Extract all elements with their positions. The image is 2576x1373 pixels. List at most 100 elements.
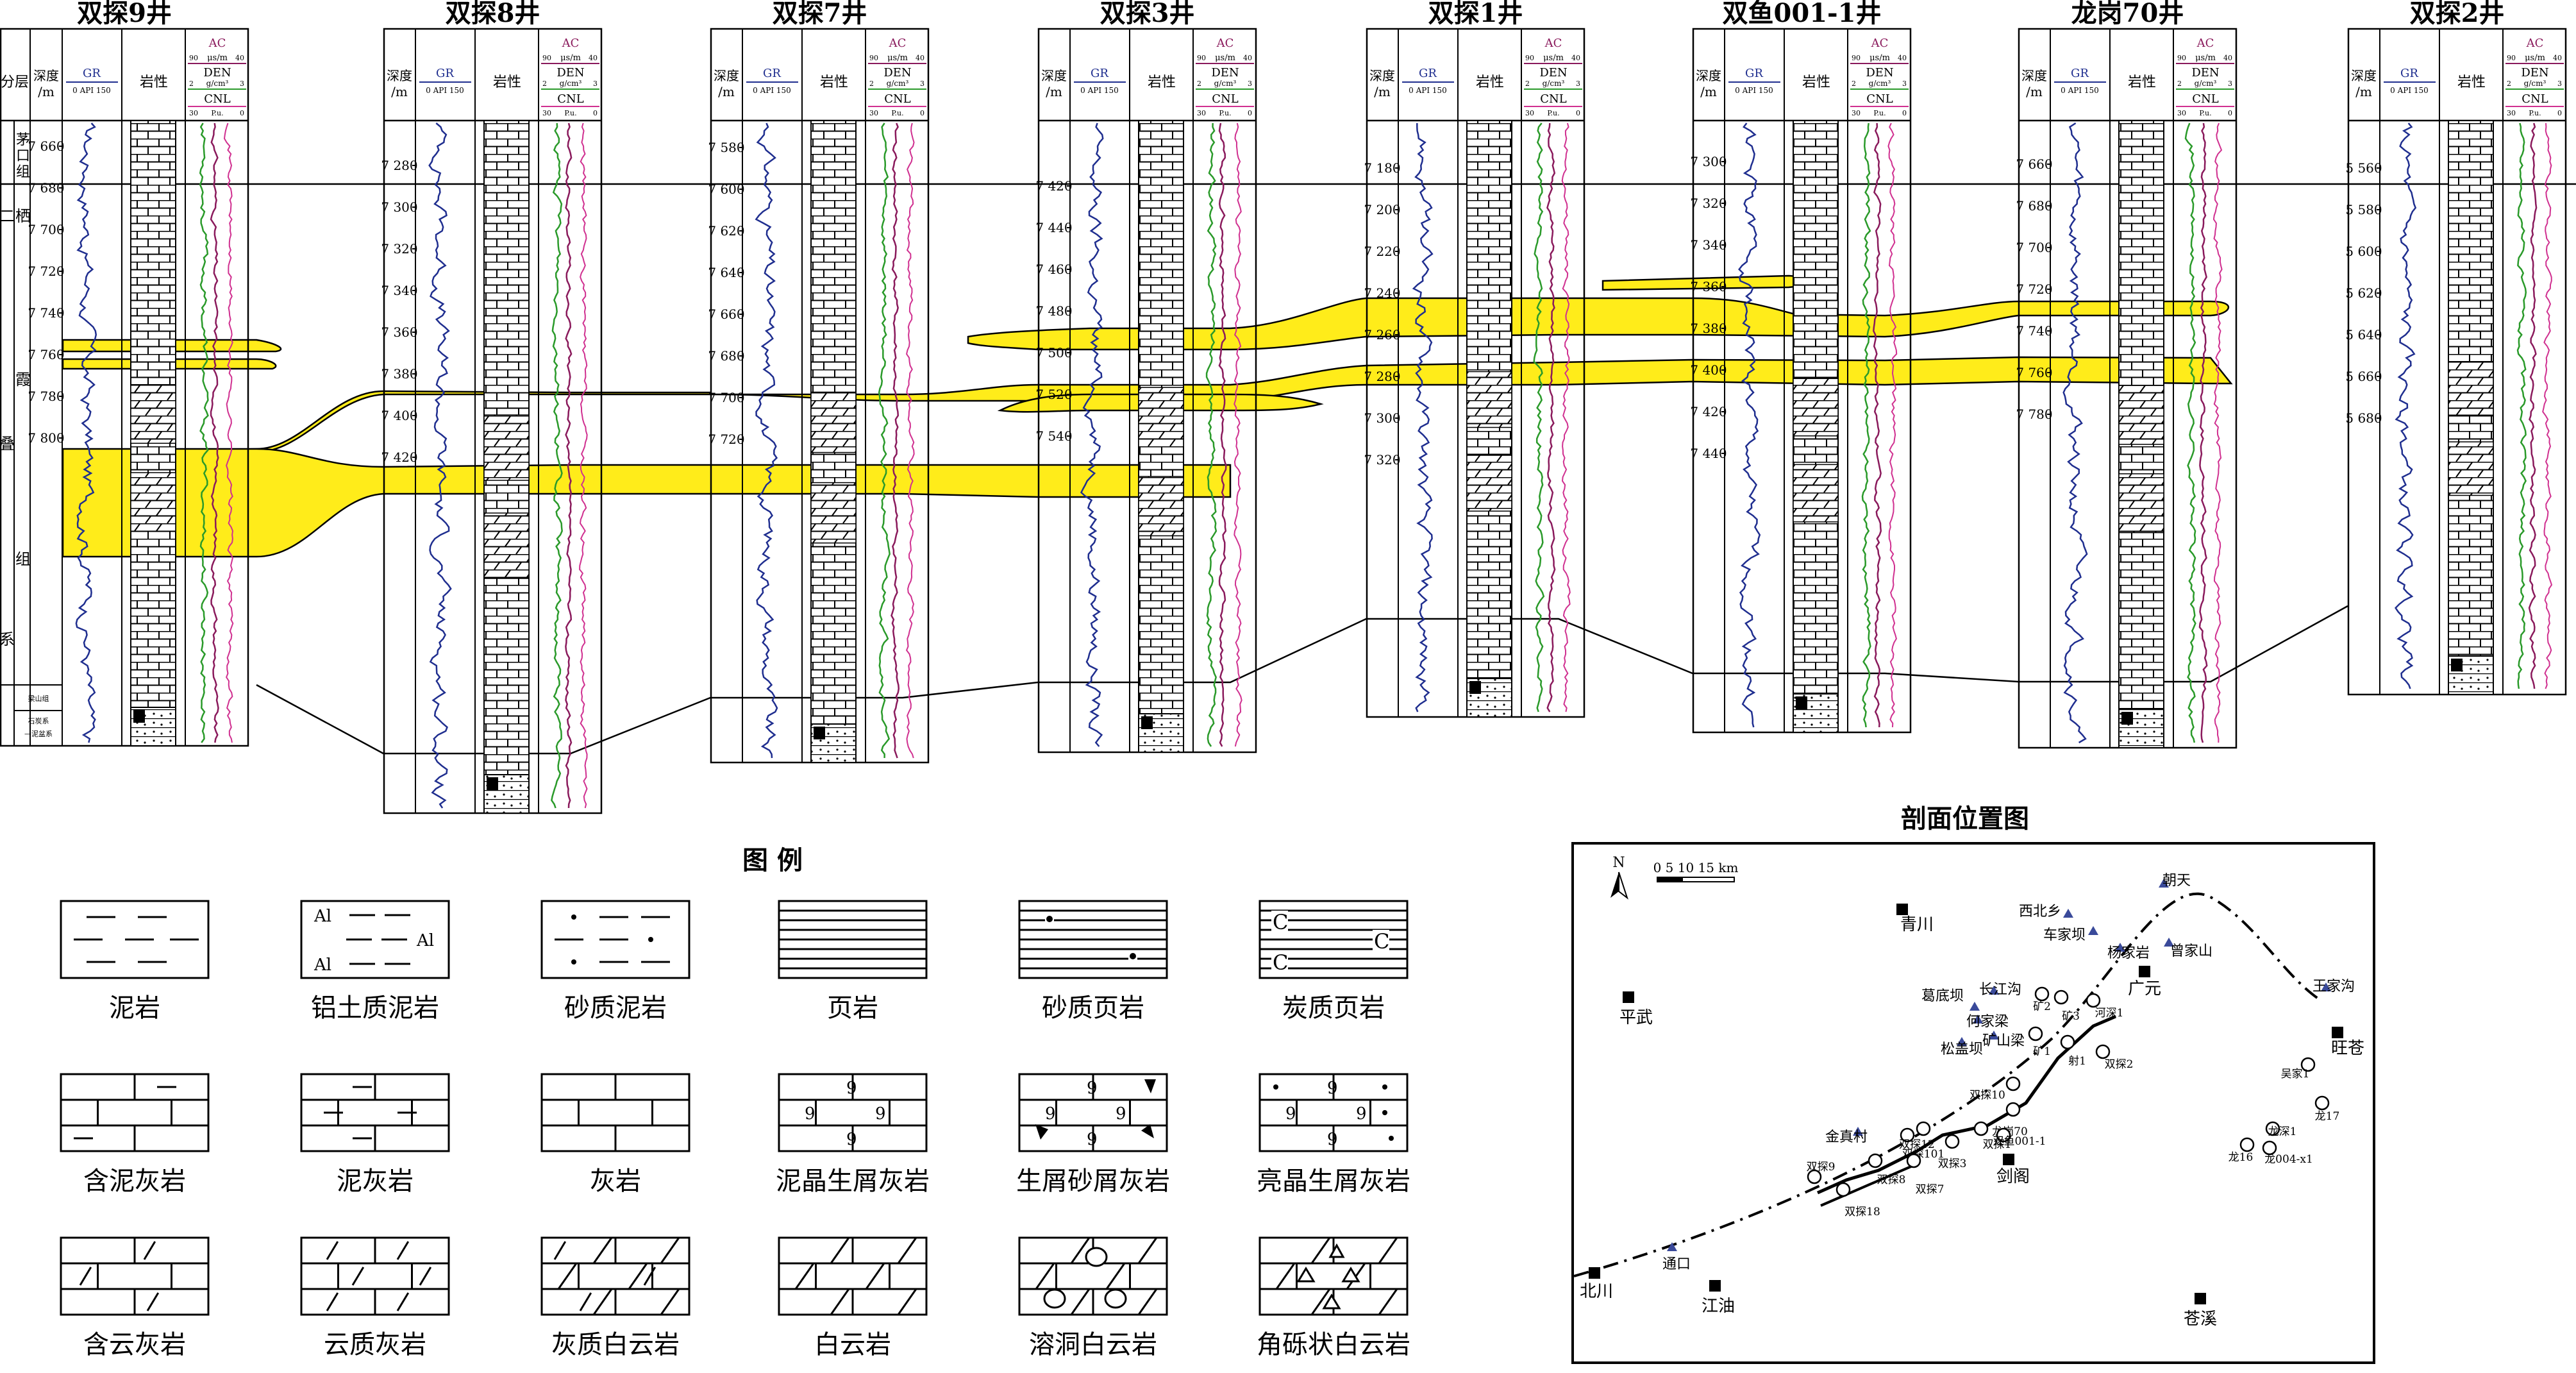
outcrop-label: 曾家山 [2170,943,2212,959]
well-marker [2239,1137,2255,1152]
ac-scale-left: 90 [189,54,198,62]
outcrop-label: 通口 [1662,1256,1691,1272]
cnl-scale-right: 0 [593,109,598,117]
den-header: DEN [1211,66,1239,80]
depth-tick: 7 720 [28,264,64,279]
depth-tick: 7 340 [1690,237,1727,253]
well-label: 龙深1 [2268,1125,2297,1138]
gr-header: GR [1745,67,1763,80]
outcrop-marker [1667,1242,1677,1251]
well-marker [1945,1134,1960,1149]
depth-tick: 7 420 [1035,178,1072,194]
liangshan-label: 梁山组 [28,694,49,703]
north-label: N [1612,855,1625,871]
svg-text:Al: Al [314,907,331,926]
outcrop-marker [1989,1031,1999,1040]
gr-curve [1080,122,1104,747]
legend-label: 亮晶生屑灰岩 [1257,1167,1410,1196]
depth-tick: 7 760 [28,347,64,362]
well-label: 双探8 [1877,1174,1906,1186]
outcrop-marker [2159,879,2169,888]
legend-item: 角砾状白云岩 [1257,1236,1410,1360]
depth-tick: 7 340 [381,283,417,298]
depth-tick: 7 660 [708,307,744,322]
den-scale-right: 3 [240,80,244,88]
lithology-header: 岩性 [2457,74,2486,90]
ac-scale-right: 40 [2553,54,2562,62]
ac-unit: μs/m [1543,53,1564,63]
cnl-unit: P.u. [211,109,223,117]
den-unit: g/cm³ [560,79,582,88]
svg-text:9: 9 [1356,1104,1367,1124]
well-marker [2028,1026,2043,1041]
legend-swatch [300,1236,450,1316]
den-header: DEN [2521,66,2548,80]
legend-item: 泥岩 [60,900,210,1023]
legend-label: 砂质泥岩 [564,993,667,1023]
ac-curve [1546,122,1556,712]
reservoir-body [967,297,2229,351]
legend-item: 灰岩 [540,1073,690,1196]
cnl-scale-right: 0 [2557,109,2562,117]
outcrop-marker [2115,943,2125,952]
city-label: 北川 [1580,1282,1613,1301]
outcrop-marker [1989,986,1999,995]
formation-char: 霞 [15,371,31,389]
outcrop-label: 长江沟 [1979,982,2021,998]
gr-header: GR [1419,67,1437,80]
depth-tick: 7 380 [1690,321,1727,336]
outcrop-marker [2164,938,2174,947]
depth-tick: 7 460 [1035,262,1072,277]
depth-header: 深度 [1369,68,1395,83]
depth-tick: 7 620 [708,223,744,239]
legend-item: 溶洞白云岩 [1018,1236,1168,1360]
cnl-curve [2542,122,2553,689]
cnl-curve [579,122,588,809]
ac-curve [2528,122,2538,689]
depth-tick: 7 580 [708,140,744,155]
ac-curve [1873,122,1882,728]
well-label: 双鱼001-1 [1993,1135,2046,1148]
depth-tick: 7 420 [381,450,417,465]
depth-tick: 5 680 [2345,410,2382,426]
cnl-header: CNL [1540,92,1567,106]
legend-swatch [60,900,210,979]
depth-tick: 7 720 [708,432,744,447]
den-header: DEN [203,66,231,80]
well-marker [1807,1169,1822,1184]
well-label: 矿1 [2033,1045,2051,1058]
legend-label: 灰质白云岩 [551,1330,680,1360]
legend-label: 泥岩 [109,993,160,1023]
cnl-scale-left: 30 [869,109,878,117]
depth-tick: 7 540 [1035,428,1072,444]
depth-tick: 5 620 [2345,285,2382,301]
cnl-header: CNL [204,92,231,106]
legend-panel: 图 例泥岩AlAlAl铝土质泥岩砂质泥岩页岩砂质页岩CCC炭质页岩含泥灰岩泥灰岩… [60,845,1410,1360]
cnl-scale-right: 0 [1902,109,1907,117]
depth-tick: 7 240 [1364,285,1400,301]
ac-scale-left: 90 [2507,54,2516,62]
well-name: 双探8井 [446,0,540,28]
cnl-scale-right: 0 [240,109,244,117]
depth-header: 深度 [2021,68,2047,83]
cnl-scale-left: 30 [542,109,551,117]
cnl-header: CNL [1866,92,1893,106]
well-label: 双探7 [1916,1183,1945,1196]
gr-scale: 0 API 150 [426,86,464,95]
depth-tick: 7 180 [1364,160,1400,176]
depth-unit: /m [718,84,735,99]
outcrop-label: 朝天 [2162,873,2191,889]
ac-header: AC [2196,37,2214,50]
cnl-header: CNL [557,92,584,106]
depth-tick: 7 740 [2016,323,2052,339]
den-header: DEN [1539,66,1567,80]
section-line [1816,1015,2116,1195]
gr-header: GR [2071,67,2089,80]
svg-text:Al: Al [314,956,331,975]
